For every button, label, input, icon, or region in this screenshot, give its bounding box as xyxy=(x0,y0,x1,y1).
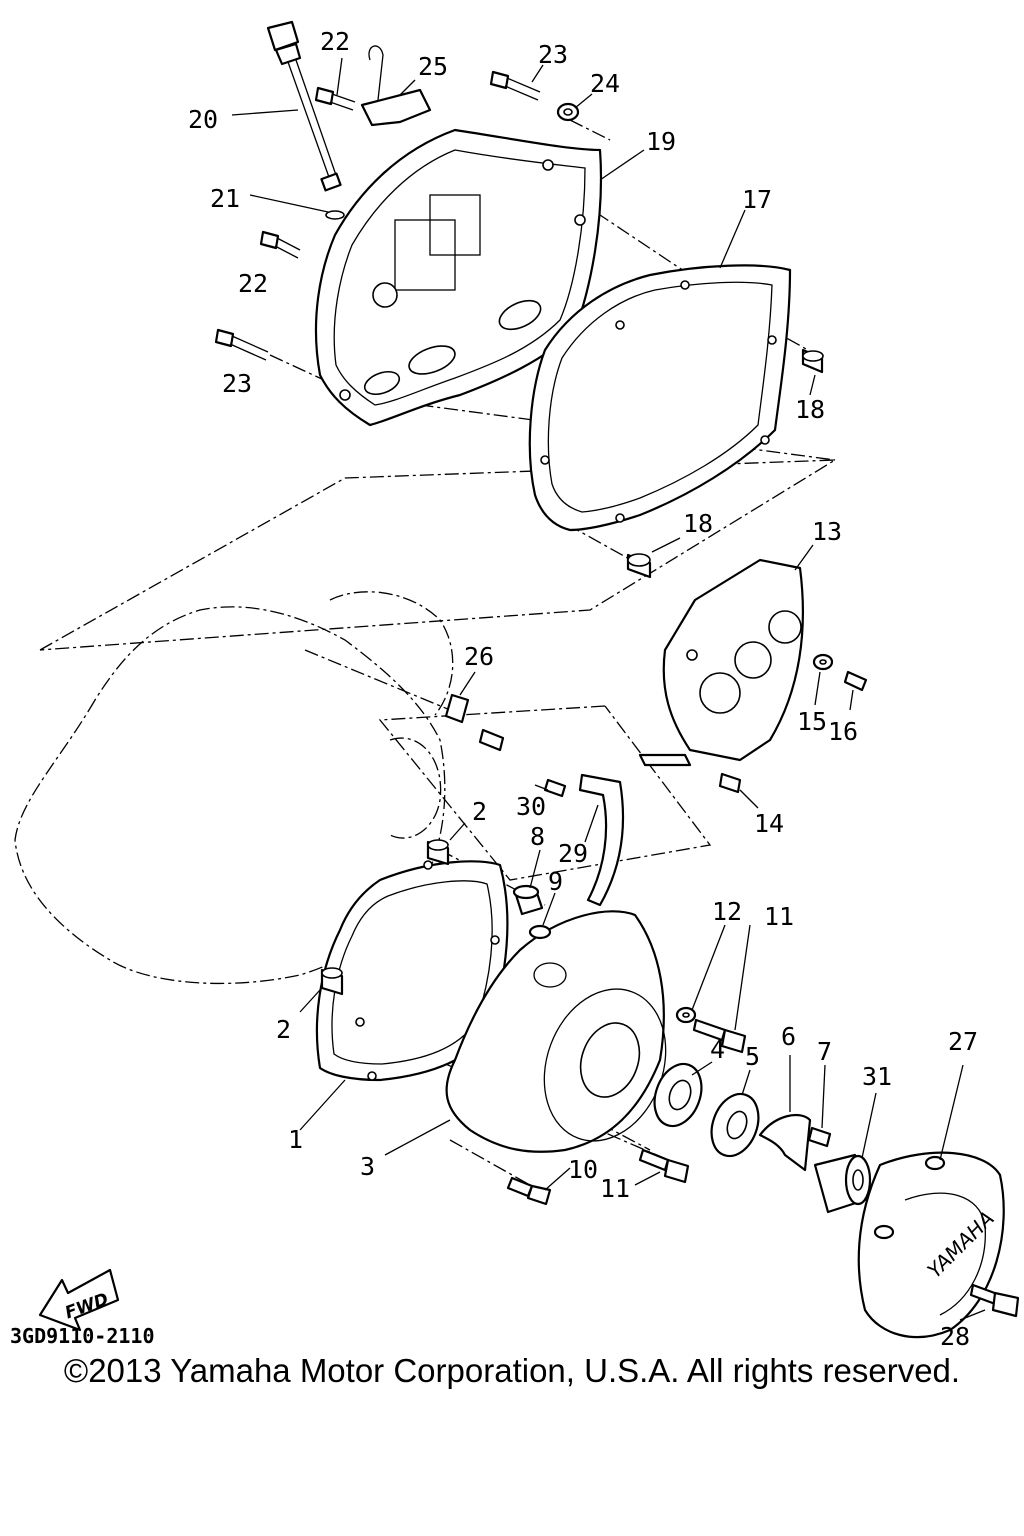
crankcase-cover-gasket xyxy=(315,860,509,1082)
forward-arrow: FWD xyxy=(38,1268,120,1332)
callout-29: 29 xyxy=(558,839,588,868)
crankcase-cover xyxy=(445,910,667,1153)
dowel-pins xyxy=(626,348,824,579)
cover-bolts-top xyxy=(214,45,580,361)
callout-4: 4 xyxy=(710,1035,725,1064)
callout-21: 21 xyxy=(210,184,240,213)
cover-hardware xyxy=(506,778,747,1206)
callout-23-left: 23 xyxy=(222,369,252,398)
callout-22-left: 22 xyxy=(238,269,268,298)
side-cover: YAMAHA xyxy=(857,1151,1020,1339)
callout-11-top: 11 xyxy=(764,902,794,931)
callout-25: 25 xyxy=(418,52,448,81)
leader-lines xyxy=(231,57,986,1321)
drawing-code: 3GD9110-2110 xyxy=(10,1324,155,1348)
callout-2-left: 2 xyxy=(276,1015,291,1044)
callout-17: 17 xyxy=(742,185,772,214)
callout-10: 10 xyxy=(568,1155,598,1184)
sprocket-cover xyxy=(638,558,804,767)
callout-31: 31 xyxy=(862,1062,892,1091)
callout-26: 26 xyxy=(464,642,494,671)
clutch-cover-gasket xyxy=(528,264,792,532)
callout-19: 19 xyxy=(646,127,676,156)
callout-6: 6 xyxy=(781,1022,796,1051)
callout-labels: 20 21 22 22 23 23 24 25 19 17 18 18 13 2… xyxy=(188,27,978,1351)
callout-27: 27 xyxy=(948,1027,978,1056)
copyright-notice: ©2013 Yamaha Motor Corporation, U.S.A. A… xyxy=(63,1352,961,1389)
guide-plate xyxy=(578,773,625,907)
callout-18-lower: 18 xyxy=(683,509,713,538)
callout-18-right: 18 xyxy=(795,395,825,424)
callout-1: 1 xyxy=(288,1125,303,1154)
callout-7: 7 xyxy=(817,1037,832,1066)
callout-20: 20 xyxy=(188,105,218,134)
callout-28: 28 xyxy=(940,1322,970,1351)
clutch-cover xyxy=(314,128,603,427)
callout-8: 8 xyxy=(530,822,545,851)
callout-14: 14 xyxy=(754,809,784,838)
callout-5: 5 xyxy=(745,1042,760,1071)
callout-22-top: 22 xyxy=(320,27,350,56)
callout-30: 30 xyxy=(516,792,546,821)
callout-23-top: 23 xyxy=(538,40,568,69)
callout-13: 13 xyxy=(812,517,842,546)
callout-2-top: 2 xyxy=(472,797,487,826)
bearing-seal-group xyxy=(653,1062,872,1214)
sprocket-cover-fasteners xyxy=(444,653,868,794)
callout-9: 9 xyxy=(548,867,563,896)
callout-24: 24 xyxy=(590,69,620,98)
callout-16: 16 xyxy=(828,717,858,746)
callout-15: 15 xyxy=(797,707,827,736)
callout-3: 3 xyxy=(360,1152,375,1181)
oil-dipstick xyxy=(266,20,345,220)
dowel-pins-lower xyxy=(320,839,450,996)
callout-11-bottom: 11 xyxy=(600,1174,630,1203)
callout-12: 12 xyxy=(712,897,742,926)
